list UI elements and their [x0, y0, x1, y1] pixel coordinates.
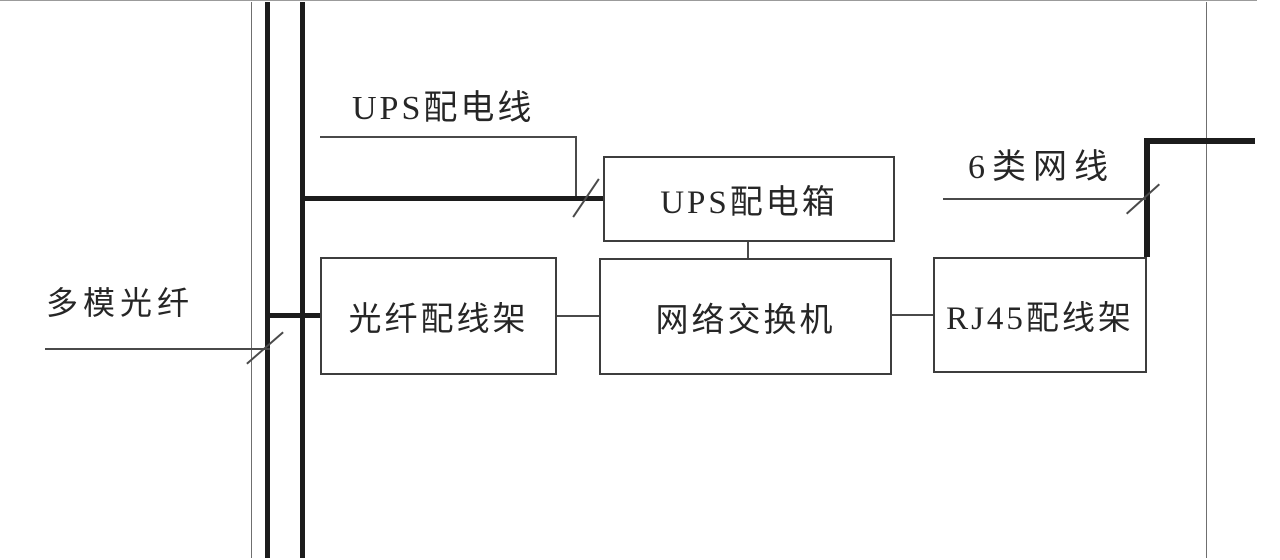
cat6-leader: [943, 198, 1146, 200]
ups-line-leader-horizontal: [320, 136, 577, 138]
cat6-cable-horizontal: [1144, 138, 1255, 144]
riser-cable-multimode-fiber: [265, 2, 270, 558]
connector-switch-to-rj45panel: [892, 314, 933, 316]
ups-line-label: UPS配电线: [352, 90, 535, 127]
grid-line-lower: [0, 0, 1257, 1]
riser-cable-backbone: [300, 2, 305, 558]
multimode-fiber-label: 多模光纤: [46, 285, 195, 321]
rj45-patch-panel-box: RJ45配线架: [933, 257, 1147, 373]
rj45-patch-panel-label: RJ45配线架: [946, 301, 1134, 337]
cat6-cable-vertical: [1144, 138, 1150, 257]
ups-distribution-box-label: UPS配电箱: [660, 185, 838, 221]
connector-ups-to-switch: [747, 242, 749, 258]
wall-line-left: [251, 2, 252, 558]
connector-fiberpanel-to-switch: [556, 315, 599, 317]
fiber-entry-cable: [267, 313, 321, 318]
network-switch-label: 网络交换机: [655, 302, 836, 339]
ups-power-cable: [302, 196, 603, 201]
ups-distribution-box: UPS配电箱: [603, 156, 895, 242]
fiber-patch-panel-box: 光纤配线架: [320, 257, 557, 375]
multimode-fiber-leader: [45, 348, 270, 350]
network-switch-box: 网络交换机: [599, 258, 892, 375]
fiber-patch-panel-label: 光纤配线架: [348, 302, 529, 338]
cat6-label: 6类网线: [968, 149, 1115, 186]
wall-line-right: [1206, 2, 1207, 558]
ups-line-leader-drop: [575, 136, 577, 196]
